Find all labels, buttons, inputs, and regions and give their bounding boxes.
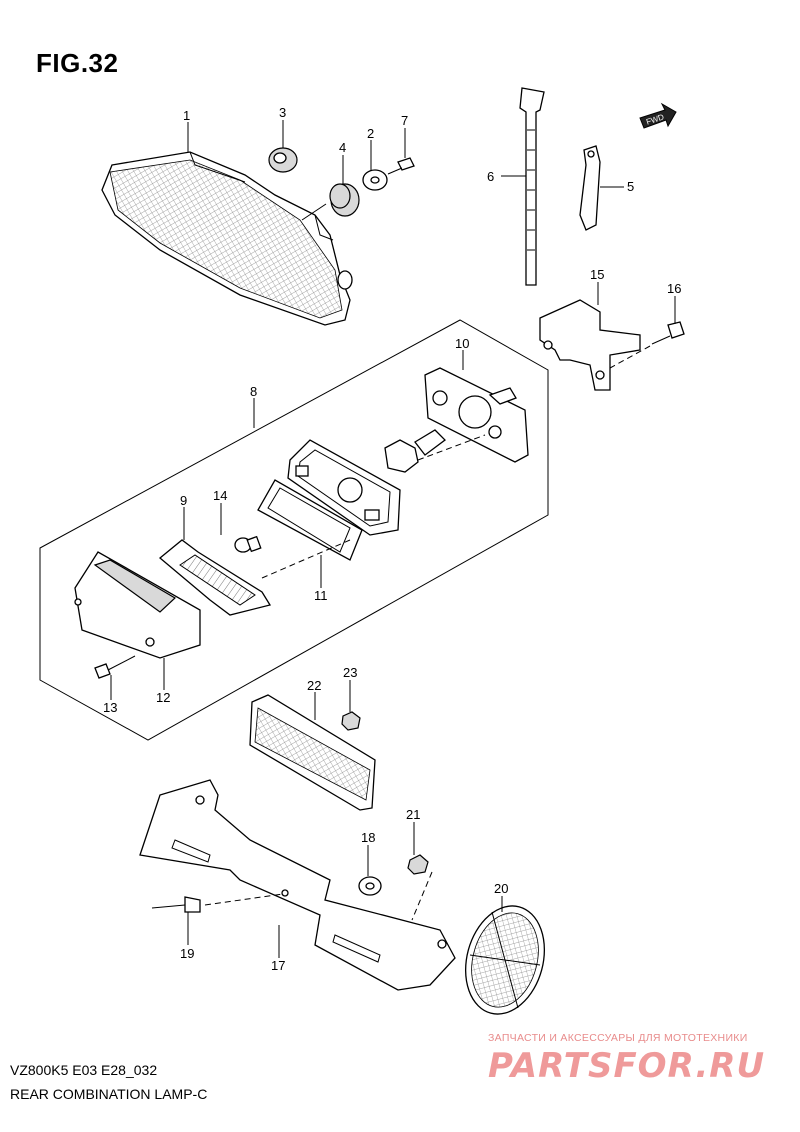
part-1-tail-lamp: [101, 151, 353, 326]
part-2-washer: [362, 169, 388, 191]
callout-18: 18: [361, 830, 375, 845]
callout-22: 22: [307, 678, 321, 693]
bulb-socket: [384, 429, 486, 473]
callout-2: 2: [367, 126, 374, 141]
fwd-label: FWD: [645, 112, 665, 126]
part-13-screw: [94, 655, 136, 679]
part-18-washer: [358, 876, 382, 896]
callout-20: 20: [494, 881, 508, 896]
callout-7: 7: [401, 113, 408, 128]
callout-3: 3: [279, 105, 286, 120]
watermark-tagline: ЗАПЧАСТИ И АКСЕССУАРЫ ДЛЯ МОТОТЕХНИКИ: [488, 1032, 748, 1044]
callout-19: 19: [180, 946, 194, 961]
part-22-reflector: [249, 694, 376, 811]
assembly-8-outline: [39, 319, 549, 741]
part-15-bracket: [539, 299, 641, 391]
callout-5: 5: [627, 179, 634, 194]
callout-10: 10: [455, 336, 469, 351]
callout-11: 11: [314, 588, 328, 603]
lamp-housing: [287, 439, 401, 536]
part-23-nut: [341, 711, 361, 731]
part-9-reflector: [158, 539, 272, 616]
fwd-arrow-icon: FWD: [639, 102, 677, 129]
callout-15: 15: [590, 267, 604, 282]
callout-21: 21: [406, 807, 420, 822]
callout-9: 9: [180, 493, 187, 508]
part-5-clamp: [579, 145, 601, 231]
model-code: VZ800K5 E03 E28_032: [10, 1062, 158, 1078]
part-16-bolt: [609, 321, 685, 369]
part-11-gasket: [257, 479, 363, 579]
part-17-plate-bracket: [139, 779, 456, 991]
part-10-socket-plate: [424, 367, 529, 463]
callout-12: 12: [156, 690, 170, 705]
callout-17: 17: [271, 958, 285, 973]
callout-labels: 1 2 3 4 5 6 7 8 9 10 11 12 13 14 15 16 1…: [103, 105, 681, 973]
leader-lines: [110, 120, 676, 958]
part-7-screw: [387, 157, 415, 175]
part-4-cushion: [301, 183, 360, 221]
part-21-nut: [407, 854, 433, 921]
callout-16: 16: [667, 281, 681, 296]
part-3-grommet: [268, 147, 298, 173]
watermark-logo: PARTSFOR.RU: [488, 1046, 766, 1086]
callout-13: 13: [103, 700, 117, 715]
figure-title: FIG.32: [36, 48, 119, 78]
callout-6: 6: [487, 169, 494, 184]
callout-1: 1: [183, 108, 190, 123]
part-14-bulb: [234, 535, 262, 553]
part-20-round-reflector: [464, 905, 546, 1015]
part-title: REAR COMBINATION LAMP-C: [10, 1086, 208, 1102]
part-19-bolt: [151, 893, 284, 913]
callout-14: 14: [213, 488, 227, 503]
callout-4: 4: [339, 140, 346, 155]
part-12-license-lens: [74, 551, 201, 659]
part-6-cable-tie: [519, 87, 545, 286]
callout-8: 8: [250, 384, 257, 399]
callout-23: 23: [343, 665, 357, 680]
